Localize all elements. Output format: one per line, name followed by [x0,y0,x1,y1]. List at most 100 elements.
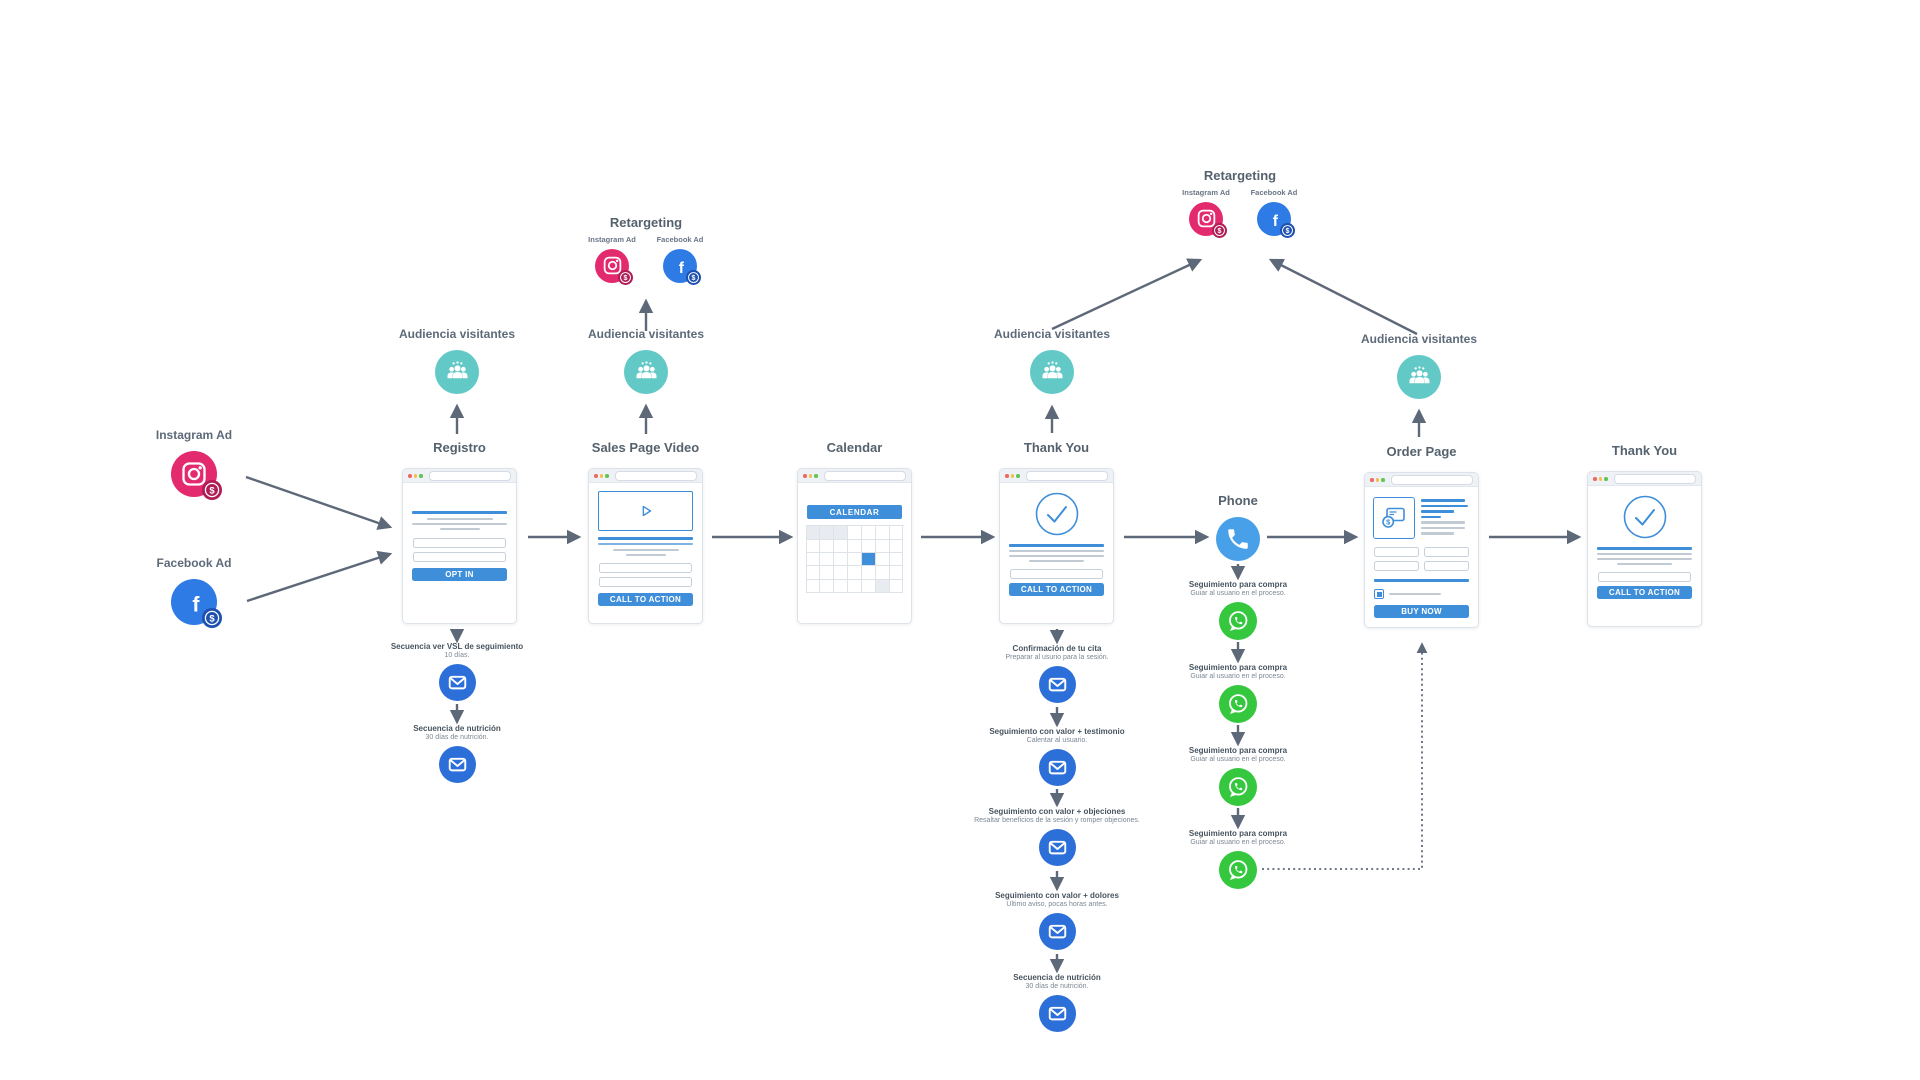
audience-icon[interactable] [1397,354,1441,399]
calendar-cell [861,526,876,540]
registro-window[interactable]: OPT IN [402,468,517,625]
whatsapp-icon[interactable] [1219,851,1257,889]
facebook-ad-label: Facebook Ad [656,234,704,244]
email-step: Confirmación de tu cita Preparar al usur… [937,644,1177,703]
email-icon[interactable] [1038,666,1076,703]
calendar-cell [861,566,876,580]
calendar-window[interactable]: CALENDAR [797,468,912,625]
email-step-title: Seguimiento con valor + objeciones [988,807,1126,816]
email-step: Secuencia de nutrición 30 días de nutric… [937,973,1177,1032]
browser-chrome [1000,469,1113,484]
calendar-grid [805,525,904,594]
facebook-ad-icon[interactable]: f [663,248,701,285]
email-step-title: Secuencia de nutrición [413,724,501,733]
facebook-ad-label: Facebook Ad [1250,187,1298,197]
opt-in-button: OPT IN [412,568,507,582]
email-icon[interactable] [438,746,476,783]
email-step-subtitle: 10 días. [444,651,470,659]
window-dot-green [1381,478,1385,482]
whatsapp-step-title: Seguimiento para compra [1188,746,1288,755]
retargeting-top: Retargeting Instagram Ad Facebook Ad f [1160,168,1320,238]
call-to-action-button: CALL TO ACTION [1597,586,1692,600]
email-icon[interactable] [1038,995,1076,1032]
email-icon[interactable] [438,664,476,701]
payment-icon-box [1373,497,1415,540]
node-thankyou-1: Thank You CALL TO ACTION [999,440,1114,625]
thankyou-window[interactable]: CALL TO ACTION [1587,471,1702,628]
dollar-badge-icon [1280,222,1295,238]
source-facebook: Facebook Ad f [129,556,259,628]
whatsapp-step-subtitle: Guiar al usuario en el proceso. [1190,589,1286,597]
instagram-ad-icon[interactable] [171,450,222,500]
dollar-badge-icon [618,269,633,285]
email-icon[interactable] [1038,749,1076,786]
window-dot-yellow [1010,474,1015,478]
calendar-cell [820,526,835,540]
instagram-ad-label: Instagram Ad [155,428,233,442]
audience-registro: Audiencia visitantes [392,327,522,394]
phone-icon[interactable] [1216,516,1260,561]
url-bar [615,470,697,481]
window-dot-green [814,474,818,478]
window-dot-green [605,474,609,478]
call-to-action-button: CALL TO ACTION [598,593,693,607]
email-icon[interactable] [1038,913,1076,950]
url-bar [429,470,511,481]
whatsapp-step-title: Seguimiento para compra [1188,663,1288,672]
calendar-cell [889,539,904,554]
instagram-ad-icon[interactable] [1189,201,1227,238]
window-dot-yellow [1375,478,1380,482]
audience-sales: Audiencia visitantes [581,327,711,394]
text-line [426,518,493,521]
audience-label: Audiencia visitantes [1360,332,1478,346]
calendar-cell [848,553,862,567]
calendar-cell [820,553,835,567]
node-title: Order Page [1386,444,1457,459]
form-field [1010,569,1103,580]
form-field [1598,572,1691,583]
audience-icon[interactable] [435,349,479,394]
window-dot-red [803,474,807,478]
phone-label: Phone [1218,493,1258,508]
instagram-ad-label: Instagram Ad [588,234,636,244]
facebook-ad-icon[interactable]: f [171,578,222,628]
whatsapp-icon[interactable] [1219,768,1257,806]
email-icon[interactable] [1038,829,1076,866]
calendar-cell [875,566,890,580]
whatsapp-icon[interactable] [1219,602,1257,640]
audience-label: Audiencia visitantes [993,327,1111,341]
whatsapp-step: Seguimiento para compra Guiar al usuario… [1153,829,1323,889]
node-title: Registro [433,440,486,455]
audience-icon[interactable] [624,349,668,394]
order-page-window[interactable]: BUY NOW [1364,472,1479,629]
whatsapp-icon[interactable] [1219,685,1257,723]
audience-label: Audiencia visitantes [398,327,516,341]
node-thankyou-2: Thank You CALL TO ACTION [1587,443,1702,628]
svg-text:f: f [1273,213,1279,230]
sales-page-window[interactable]: CALL TO ACTION [588,468,703,625]
text-line [1389,593,1441,596]
url-bar [1614,473,1696,484]
browser-chrome [589,469,702,484]
node-title: Calendar [826,440,883,455]
whatsapp-step-subtitle: Guiar al usuario en el proceso. [1190,838,1286,846]
window-dot-red [408,474,412,478]
checkout-fields [1374,547,1469,572]
window-dot-yellow [808,474,813,478]
email-step-title: Confirmación de tu cita [1012,644,1102,653]
retargeting-sales: Retargeting Instagram Ad Facebook Ad f [566,215,726,285]
whatsapp-step-subtitle: Guiar al usuario en el proceso. [1190,755,1286,763]
calendar-cell [889,526,904,540]
thankyou-window[interactable]: CALL TO ACTION [999,468,1114,625]
calendar-cell [861,553,876,567]
url-bar [1026,470,1108,481]
calendar-cell [861,579,876,594]
dollar-badge-icon [202,479,222,500]
play-icon [642,506,651,517]
facebook-ad-icon[interactable]: f [1257,201,1295,238]
audience-icon[interactable] [1030,349,1074,394]
instagram-ad-icon[interactable] [595,248,633,285]
form-field [1424,561,1469,572]
call-to-action-button: CALL TO ACTION [1009,583,1104,597]
